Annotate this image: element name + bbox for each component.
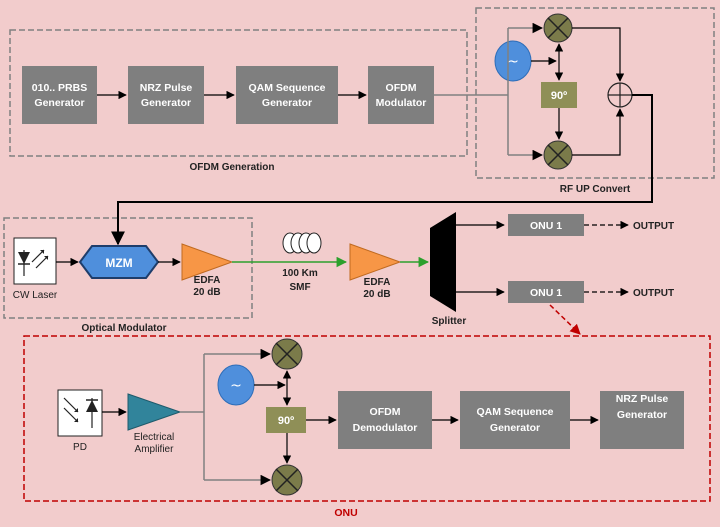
fiber-length-label: 100 Km [282,268,318,279]
svg-text:Generator: Generator [34,97,84,109]
photodiode-icon [57,389,103,437]
svg-text:NRZ Pulse: NRZ Pulse [140,82,193,94]
group-onu-label: ONU [334,507,357,519]
svg-text:90º: 90º [278,415,294,427]
svg-text:Modulator: Modulator [376,97,427,109]
splitter-block [430,212,456,312]
edfa2-label-gain: 20 dB [363,289,390,300]
mixer-icon [543,13,573,43]
edfa2-label-name: EDFA [364,277,391,288]
group-ofdm-generation-label: OFDM Generation [189,162,274,173]
svg-text:~: ~ [507,54,519,70]
edfa1-label-name: EDFA [194,275,221,286]
red-dashed-link-to-onu [549,304,581,335]
svg-text:OFDM: OFDM [386,82,417,94]
elec-amp-label-1: Electrical [134,432,175,443]
svg-text:Generator: Generator [262,97,312,109]
svg-text:Generator: Generator [617,409,667,421]
group-onu-border [23,335,711,502]
group-optical-modulator-label: Optical Modulator [82,323,167,334]
onu1-top-block: ONU 1 [508,214,584,236]
mzm-block: MZM [78,245,160,279]
group-rf-up-convert-border [475,7,715,179]
mixer-icon [543,140,573,170]
electrical-amplifier [127,393,182,431]
ofdm-modulator-block: OFDM Modulator [368,66,434,124]
nrz-pulse-generator-rx-block: NRZ Pulse Generator [600,391,684,449]
laser-diode-icon [13,237,57,285]
edfa1-label-gain: 20 dB [193,287,220,298]
svg-text:MZM: MZM [105,256,132,270]
svg-text:ONU 1: ONU 1 [530,220,562,232]
mixer-icon [271,464,303,496]
svg-text:OFDM: OFDM [370,406,401,418]
qam-sequence-generator-block: QAM Sequence Generator [236,66,338,124]
group-ofdm-generation-border [9,29,468,157]
ofdm-demodulator-block: OFDM Demodulator [338,391,432,449]
fiber-spool-icon [282,232,322,254]
edfa1-amplifier [181,243,234,281]
arrow-top-mixer-to-adder [572,27,625,82]
svg-text:QAM Sequence: QAM Sequence [476,406,553,418]
svg-text:010.. PRBS: 010.. PRBS [32,82,87,94]
output-bottom-label: OUTPUT [633,288,674,299]
phase-shifter-block: 90º [541,82,577,108]
oscillator-icon: ~ [217,364,255,406]
group-optical-modulator-border [3,217,253,319]
arrow-bottom-mixer-to-adder [572,108,625,156]
elec-amp-label-2: Amplifier [135,444,175,455]
mixer-icon [271,338,303,370]
svg-text:Generator: Generator [141,97,191,109]
svg-text:Generator: Generator [490,422,540,434]
cw-laser-label: CW Laser [13,290,58,301]
svg-text:NRZ Pulse: NRZ Pulse [616,393,669,405]
edfa2-amplifier [349,243,402,281]
svg-text:~: ~ [230,378,242,394]
output-top-label: OUTPUT [633,221,674,232]
pd-label: PD [73,442,87,453]
splitter-label: Splitter [432,316,467,327]
rx-phase-shifter-block: 90º [266,407,306,433]
svg-text:QAM Sequence: QAM Sequence [248,82,325,94]
nrz-pulse-generator-block: NRZ Pulse Generator [128,66,204,124]
fiber-type-label: SMF [289,282,310,293]
oscillator-icon: ~ [494,40,532,82]
qam-sequence-generator-rx-block: QAM Sequence Generator [460,391,570,449]
adder-icon [607,82,633,108]
svg-text:90º: 90º [551,90,567,102]
onu1-bottom-block: ONU 1 [508,281,584,303]
svg-text:ONU 1: ONU 1 [530,287,562,299]
prbs-generator-block: 010.. PRBS Generator [22,66,97,124]
group-rf-up-convert-label: RF UP Convert [560,184,631,195]
svg-text:Demodulator: Demodulator [353,422,418,434]
line-adder-to-mzm [111,94,653,246]
